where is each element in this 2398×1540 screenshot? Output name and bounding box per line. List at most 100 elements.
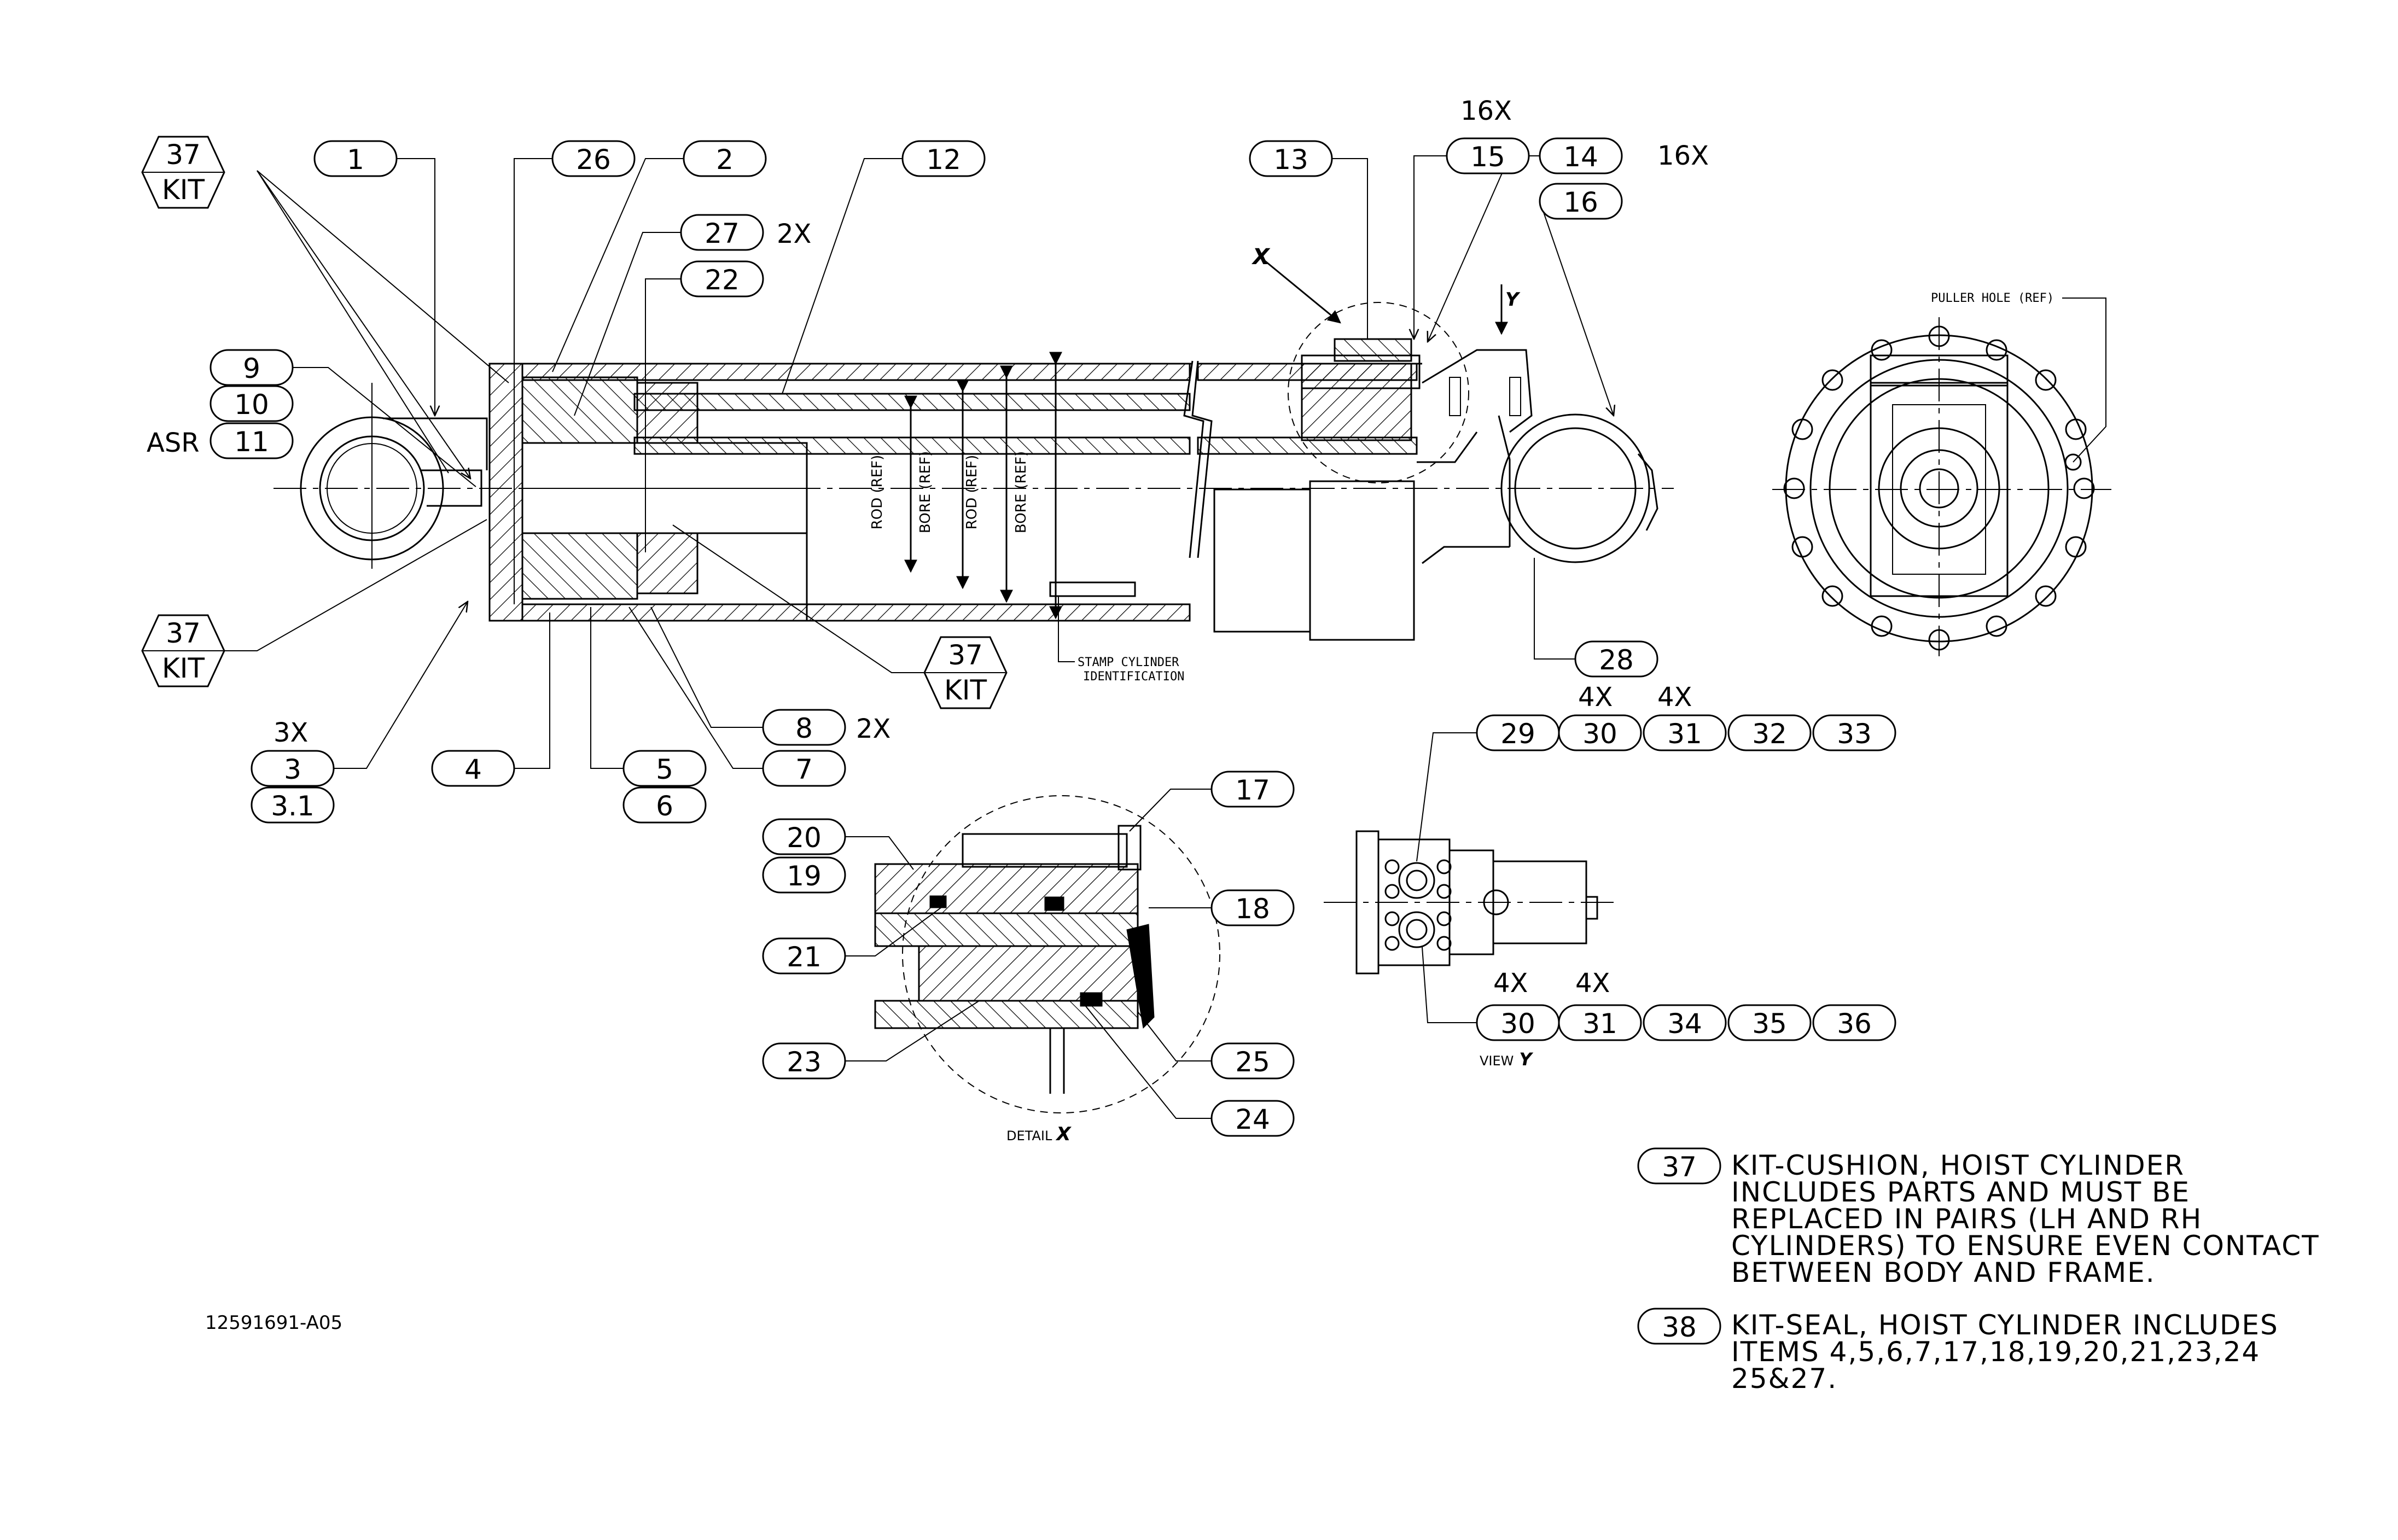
callout-bubble: 2 [683, 140, 767, 177]
callout-bubble: 1 [313, 140, 398, 177]
callout-bubble: 29 [1476, 714, 1560, 751]
callout-bubble: 9 [209, 349, 294, 386]
bubble-outline [1210, 1042, 1295, 1080]
x-marker: X [1251, 244, 1271, 270]
bubble-outline [1812, 714, 1896, 751]
bubble-number: 38 [1662, 1311, 1697, 1343]
bubble-outline [762, 1042, 846, 1080]
quantity-multipliers: 16X 16X 2X 3X 2X 4X 4X 4X 4X ASR [147, 96, 1709, 999]
callout-bubble: 28 [1574, 640, 1658, 678]
bubble-outline [209, 349, 294, 386]
callout-bubble: 18 [1210, 889, 1295, 926]
bubble-outline [762, 937, 846, 975]
mult-4x-31a: 4X [1657, 682, 1692, 713]
bubble-outline [313, 140, 398, 177]
bubble-number: 34 [1667, 1008, 1702, 1040]
note-line: ITEMS 4,5,6,7,17,18,19,20,21,23,24 [1731, 1336, 2260, 1368]
bubble-number: 24 [1235, 1104, 1270, 1135]
callout-bubble: 31 [1558, 1004, 1642, 1041]
bubble-number: 3 [284, 754, 301, 785]
bubble-number: 27 [705, 218, 740, 249]
bubble-number: 17 [1235, 774, 1270, 806]
bubble-outline [1539, 183, 1623, 220]
bubble-number: 31 [1582, 1008, 1617, 1040]
bubble-number: 26 [576, 144, 611, 176]
bubble-outline [251, 786, 335, 824]
bubble-number: 9 [243, 353, 260, 384]
callout-bubble: 26 [551, 140, 636, 177]
puller-hole-label: PULLER HOLE (REF) [1931, 291, 2054, 305]
bubble-outline [251, 750, 335, 787]
bubble-number: 10 [234, 389, 269, 421]
kit-number: 37 [166, 139, 201, 171]
mult-4x-31b: 4X [1575, 968, 1610, 999]
bubble-outline [1637, 1147, 1721, 1185]
bubble-outline [622, 786, 707, 824]
asr-label: ASR [147, 428, 200, 458]
cylinder-end-view: PULLER HOLE (REF) [1772, 291, 2111, 656]
callout-bubble: 27 [680, 214, 764, 251]
callout-bubble: 17 [1210, 771, 1295, 808]
bubble-number: 28 [1599, 644, 1634, 676]
stamp-label-2: IDENTIFICATION [1083, 670, 1184, 684]
bubble-number: 5 [656, 754, 673, 785]
bubble-outline [1249, 140, 1333, 177]
stamp-label-1: STAMP CYLINDER [1078, 656, 1179, 669]
callout-bubble: 21 [762, 937, 846, 975]
bubble-outline [209, 422, 294, 459]
bubble-number: 37 [1662, 1151, 1697, 1183]
bubble-number: 6 [656, 790, 673, 822]
view-markers: X Y [1251, 244, 1521, 335]
callout-bubble: 31 [1643, 714, 1727, 751]
bubble-outline [431, 750, 515, 787]
bubble-number: 29 [1500, 718, 1535, 750]
bubble-number: 23 [787, 1046, 822, 1078]
rod-ref-label-1: ROD (REF) [869, 455, 886, 530]
bubble-outline [762, 818, 846, 855]
callout-bubble: 23 [762, 1042, 846, 1080]
callout-bubble: 24 [1210, 1100, 1295, 1137]
y-marker: Y [1505, 289, 1521, 311]
bubble-number: 16 [1563, 186, 1598, 218]
callout-bubble: 22 [680, 260, 764, 298]
kit-label: KIT [162, 174, 205, 206]
bubble-outline [1643, 714, 1727, 751]
bubble-outline [762, 750, 846, 787]
callout-bubble: 30 [1558, 714, 1642, 751]
callout-bubble: 19 [762, 856, 846, 894]
bubble-outline [1558, 714, 1642, 751]
kit-label: KIT [944, 674, 987, 706]
bubble-outline [622, 750, 707, 787]
bubble-number: 19 [787, 860, 822, 892]
bubble-outline [901, 140, 986, 177]
bubble-number: 36 [1837, 1008, 1872, 1040]
note-line: BETWEEN BODY AND FRAME. [1731, 1257, 2156, 1288]
callout-bubble: 3 [251, 750, 335, 787]
callout-bubble: 37 [1637, 1147, 1721, 1185]
bubble-outline [1446, 137, 1530, 174]
bubble-outline [1637, 1308, 1721, 1345]
note-line: KIT-CUSHION, HOIST CYLINDER [1731, 1150, 2185, 1181]
bubble-number: 33 [1837, 718, 1872, 750]
kit-number: 37 [166, 617, 201, 649]
callout-bubble: 32 [1727, 714, 1812, 751]
kit-number: 37 [948, 639, 983, 671]
bubble-outline [1558, 1004, 1642, 1041]
callout-bubble: 33 [1812, 714, 1896, 751]
bubble-number: 3.1 [271, 790, 315, 822]
bubble-number: 11 [234, 426, 269, 458]
callout-bubble: 4 [431, 750, 515, 787]
bubble-number: 30 [1500, 1008, 1535, 1040]
bubble-outline [551, 140, 636, 177]
bubble-number: 13 [1273, 144, 1308, 176]
bubble-outline [762, 709, 846, 746]
bubble-number: 12 [926, 144, 961, 176]
bubble-outline [680, 214, 764, 251]
flange-bolt-holes [1783, 325, 2095, 651]
